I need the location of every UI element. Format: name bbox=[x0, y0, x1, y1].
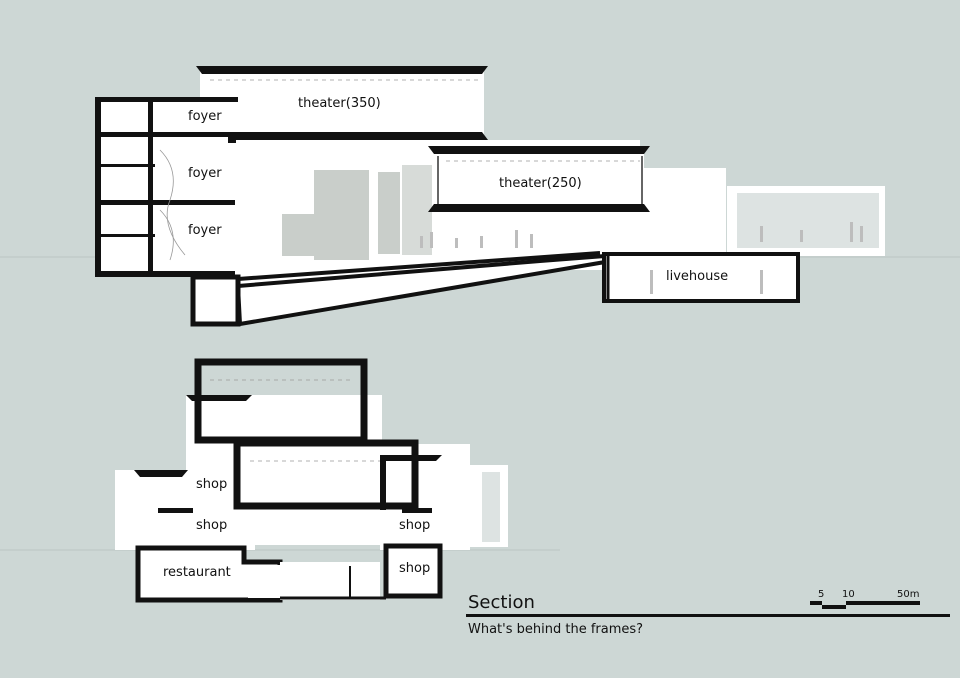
room-label-foyer-low: foyer bbox=[188, 223, 222, 238]
room-label-theater-250: theater(250) bbox=[499, 176, 582, 191]
room-label-livehouse: livehouse bbox=[666, 269, 729, 284]
livehouse-frame bbox=[602, 252, 800, 303]
room-label-theater-350: theater(350) bbox=[298, 96, 381, 111]
room-label-restaurant: restaurant bbox=[163, 565, 231, 580]
lower-theater-frame bbox=[233, 439, 419, 510]
scale-bar bbox=[810, 601, 920, 609]
right-shop-frame bbox=[383, 543, 443, 599]
drawing-subtitle: What's behind the frames? bbox=[468, 622, 644, 637]
scale-tick-10: 10 bbox=[842, 589, 855, 600]
basement-ramp bbox=[193, 252, 605, 324]
section-2 bbox=[115, 358, 508, 603]
room-label-shop-upper: shop bbox=[196, 477, 228, 492]
theater-250-frame bbox=[438, 146, 644, 212]
room-label-foyer-top: foyer bbox=[188, 109, 222, 124]
section-1 bbox=[95, 66, 885, 327]
drawing-title: Section bbox=[468, 592, 535, 613]
room-label-shop-left: shop bbox=[196, 518, 228, 533]
foyer-stack bbox=[95, 97, 233, 277]
room-label-shop-right-low: shop bbox=[399, 561, 431, 576]
scale-tick-50m: 50m bbox=[897, 589, 920, 600]
room-label-foyer-mid: foyer bbox=[188, 166, 222, 181]
caption-rule bbox=[466, 614, 950, 617]
scale-tick-5: 5 bbox=[818, 589, 825, 600]
room-label-shop-right: shop bbox=[399, 518, 431, 533]
theater-350-frame bbox=[200, 66, 484, 140]
